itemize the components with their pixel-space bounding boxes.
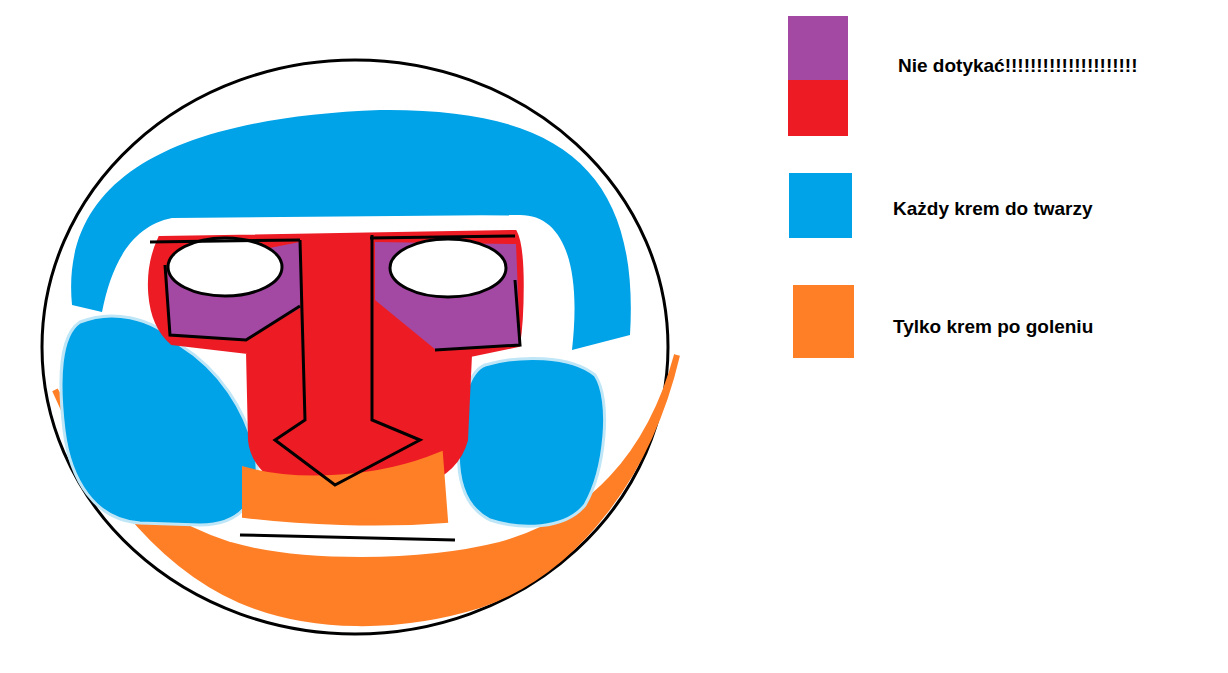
legend-swatch [793,285,854,358]
legend-label: Każdy krem do twarzy [893,198,1093,221]
legend-swatch [789,173,852,238]
left-eye [168,238,282,296]
no-touch-zone [150,232,522,497]
legend-swatch [788,16,848,80]
legend-label: Nie dotykać!!!!!!!!!!!!!!!!!!!!! [898,55,1138,78]
moustache-zone [245,455,445,522]
legend-label: Tylko krem po goleniu [893,316,1093,339]
right-cheek-zone [458,358,604,526]
legend-swatch-red [788,80,848,136]
right-eye [390,239,506,297]
face-lines [150,235,520,540]
